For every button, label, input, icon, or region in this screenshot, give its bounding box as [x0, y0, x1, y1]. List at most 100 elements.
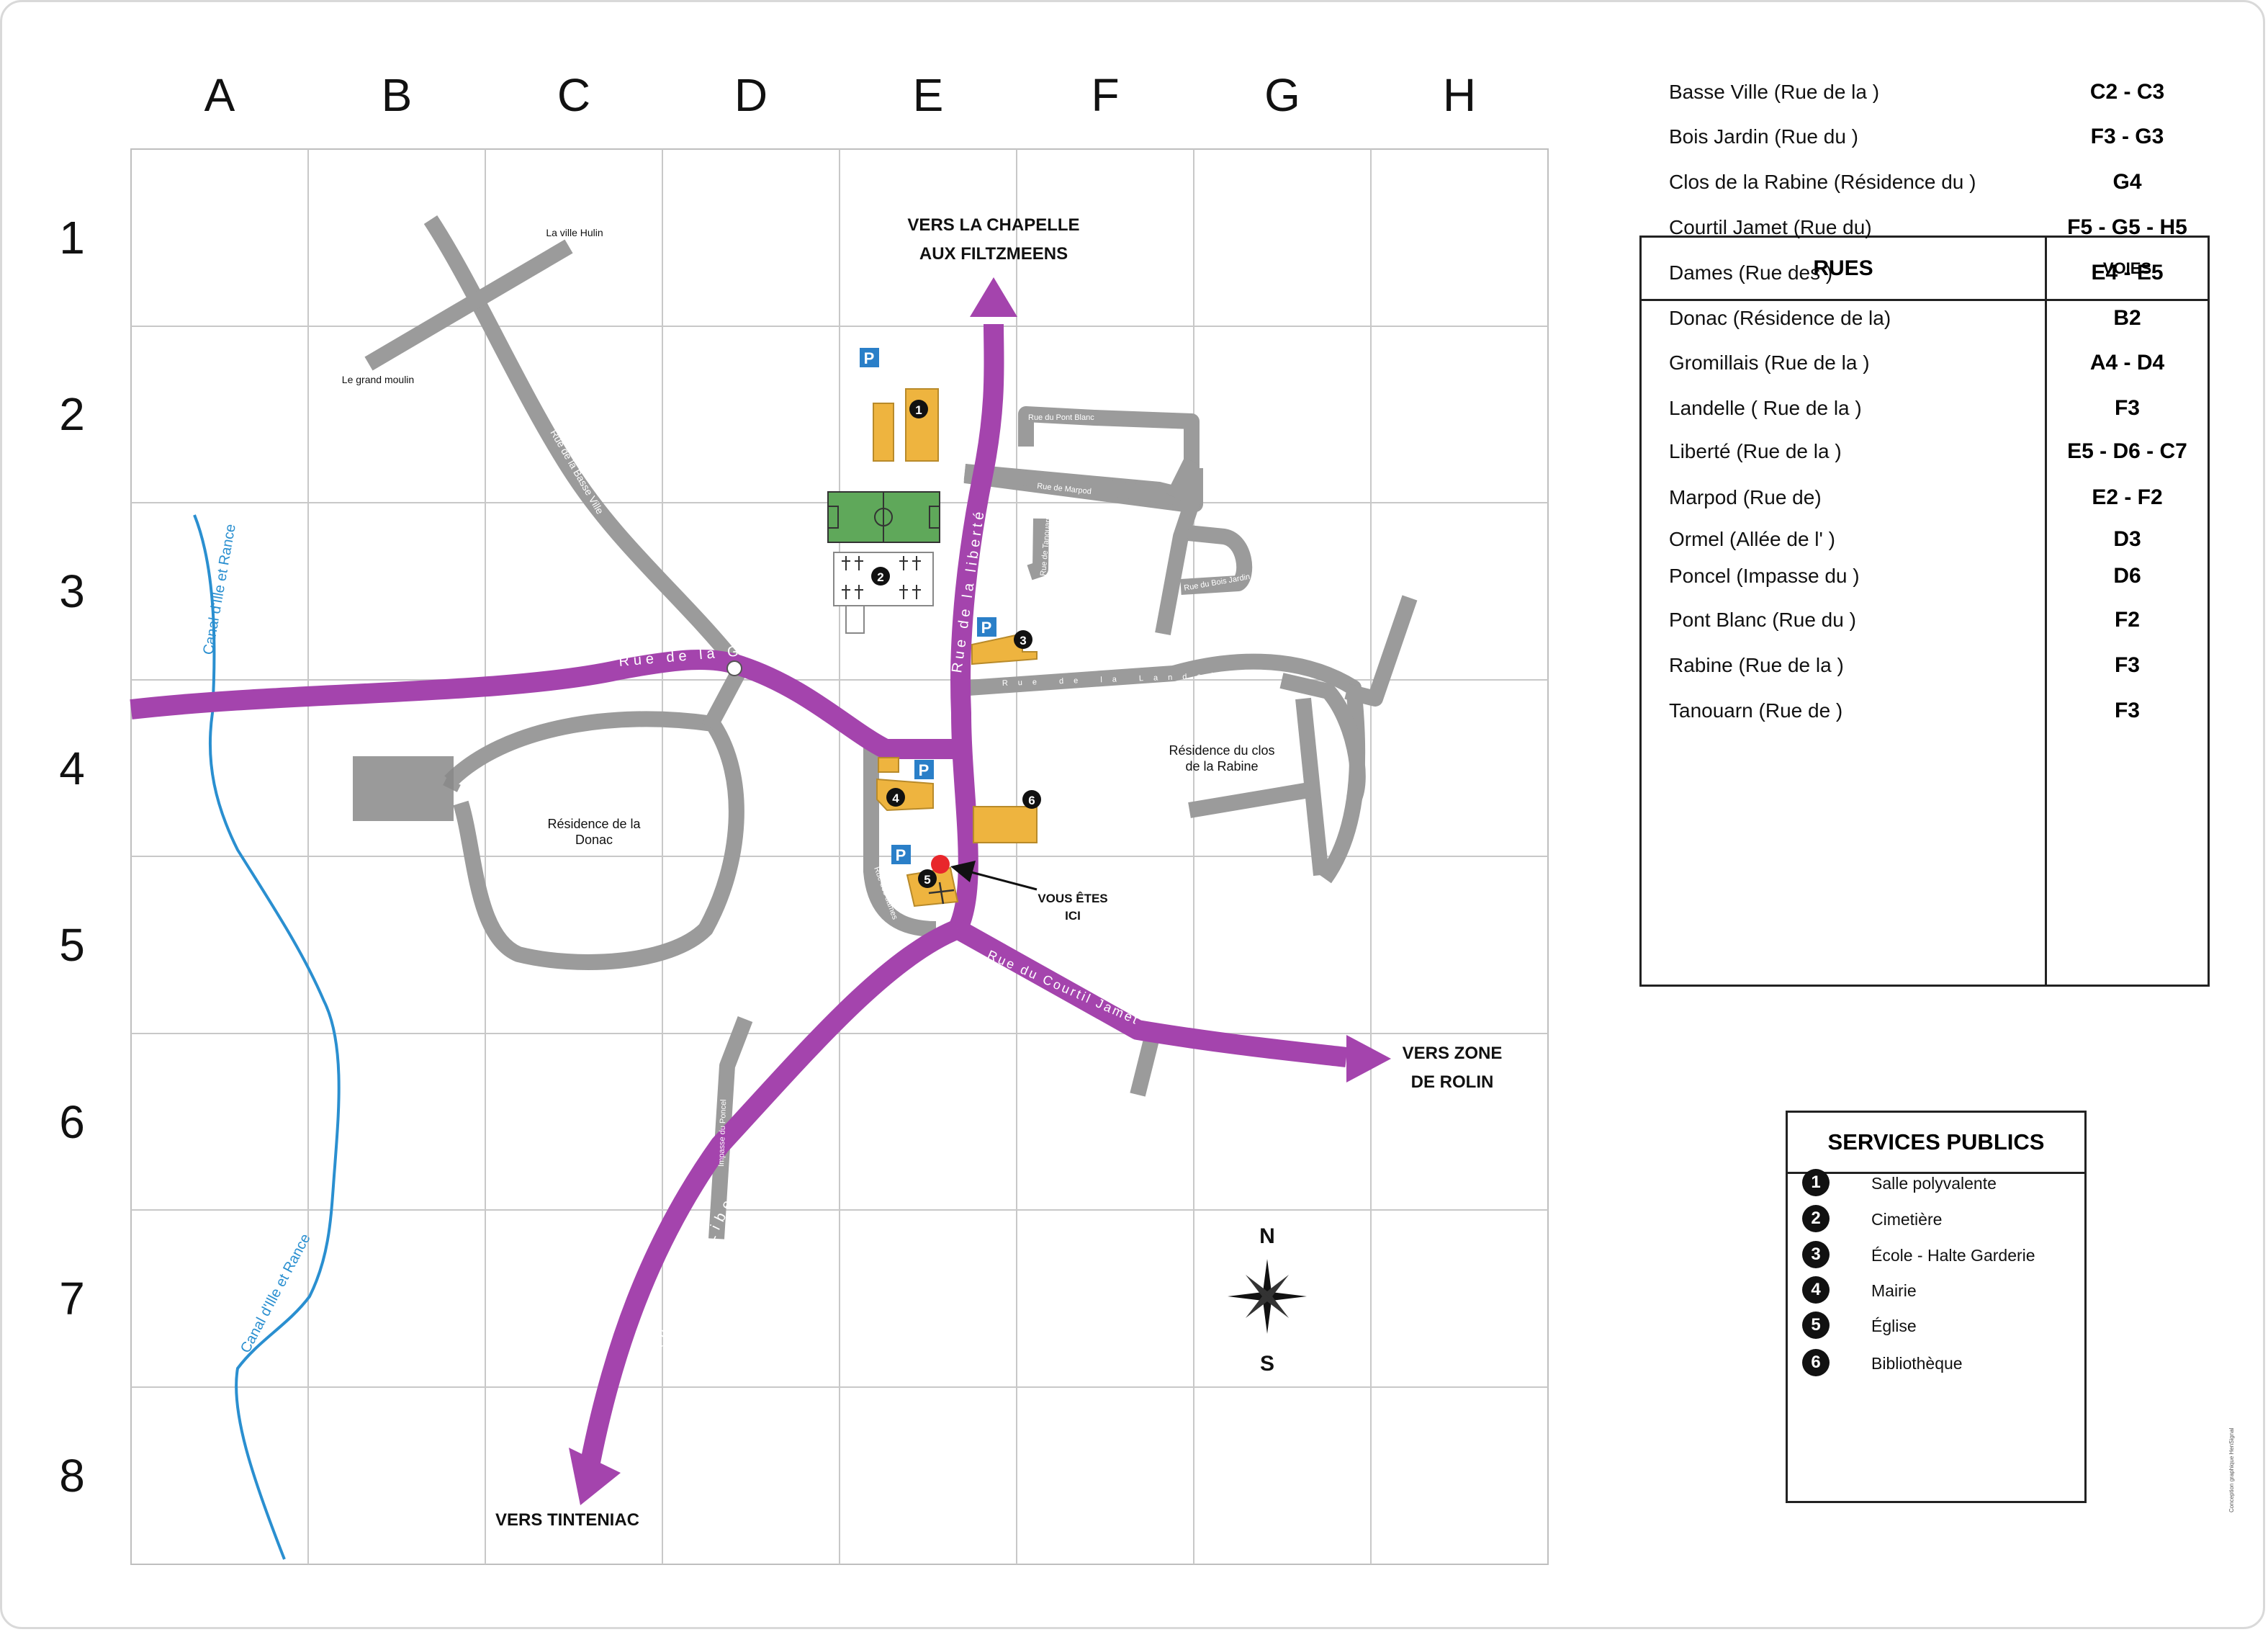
street-name: Poncel (Impasse du ) [1669, 565, 1860, 587]
main-roads [130, 323, 1348, 1464]
dest-rolin-line1: VERS ZONE [1403, 1044, 1503, 1063]
label-canal-2: Canal d'Ille et Rance [238, 1232, 314, 1356]
street-row: Rabine (Rue de la )F3 [1642, 651, 2208, 680]
service-number-badge: 5 [1802, 1312, 1830, 1339]
street-name: Pont Blanc (Rue du ) [1669, 609, 1856, 631]
dest-rolin-line2: DE ROLIN [1411, 1072, 1494, 1092]
label-rue-courtil-jamet: Rue du Courtil Jamet [985, 947, 1141, 1027]
marker-6[interactable]: 6 [1022, 790, 1041, 809]
service-label: École - Halte Garderie [1871, 1246, 2035, 1265]
credit-text: Conception graphique HenSignal [2228, 1427, 2235, 1512]
street-row: Liberté (Rue de la ) E5 - D6 - C7 [1642, 437, 2208, 466]
parking-sign-1[interactable]: P [860, 348, 879, 367]
column-header-c: C [557, 69, 591, 121]
dest-chapelle-line2: AUX FILTZMEENS [919, 244, 1068, 264]
street-name: Clos de la Rabine (Résidence du ) [1669, 171, 1976, 193]
label-residence-donac-1: Résidence de la [547, 817, 641, 831]
label-impasse-poncel: Impasse du Poncel [717, 1099, 728, 1167]
you-are-here-pointer [968, 870, 1038, 891]
street-name: Tanouarn (Rue de ) [1669, 699, 1843, 722]
cemetery [833, 552, 934, 634]
building-salle-polyvalente-2 [905, 388, 939, 462]
street-row: Ormel (Allée de l' ) D3 [1642, 525, 2208, 554]
marker-2[interactable]: 2 [871, 567, 890, 586]
marker-1[interactable]: 1 [909, 400, 928, 418]
street-row: Poncel (Impasse du ) D6 [1642, 562, 2208, 591]
row-header-5: 5 [59, 919, 85, 972]
svg-text:1: 1 [915, 403, 922, 417]
street-grid-ref: D3 [2113, 527, 2141, 551]
label-rue-pont-blanc: Rue du Pont Blanc [1028, 413, 1094, 422]
column-header-a: A [204, 69, 235, 121]
street-name: Bois Jardin (Rue du ) [1669, 125, 1859, 148]
street-row: Bois Jardin (Rue du )F3 - G3 [1642, 122, 2208, 151]
label-residence-clos-1: Résidence du clos [1169, 743, 1274, 758]
canal-river [193, 514, 341, 1560]
service-label: Salle polyvalente [1871, 1174, 1997, 1193]
you-are-here-arrowhead [950, 861, 976, 882]
row-header-4: 4 [59, 742, 85, 794]
label-residence-clos-2: de la Rabine [1185, 759, 1258, 774]
label-canal-1: Canal d'Ille et Rance [200, 523, 239, 656]
street-row: Pont Blanc (Rue du )F2 [1642, 606, 2208, 635]
svg-text:4: 4 [892, 792, 899, 805]
svg-text:P: P [981, 619, 992, 637]
arrow-north [970, 277, 1017, 317]
street-name: Landelle ( Rue de la ) [1669, 397, 1862, 419]
street-name: Ormel (Allée de l' ) [1669, 528, 1835, 550]
arrow-southwest [569, 1448, 621, 1505]
street-row: Dames (Rue des ) E4 - E5 [1642, 259, 2208, 287]
street-row: Tanouarn (Rue de )F3 [1642, 696, 2208, 725]
you-are-here-label-2: ICI [1065, 909, 1081, 923]
street-row: Courtil Jamet (Rue du) F5 - G5 - H5 [1642, 213, 2208, 242]
column-header-g: G [1264, 69, 1300, 121]
streets-index-table: RUES VOIES Basse Ville (Rue de la )C2 - … [1639, 80, 2210, 987]
label-residence-donac-2: Donac [575, 833, 613, 847]
you-are-here-dot[interactable] [931, 855, 950, 874]
marker-5[interactable]: 5 [918, 869, 937, 888]
compass-rose-icon [1228, 1259, 1307, 1334]
service-label: Bibliothèque [1871, 1354, 1963, 1373]
parking-sign-3[interactable]: P [914, 760, 934, 779]
street-grid-ref: F3 [2114, 653, 2140, 677]
streets-table-divider [2045, 238, 2047, 985]
street-row: Gromillais (Rue de la )A4 - D4 [1642, 349, 2208, 377]
label-grand-moulin: Le grand moulin [342, 374, 414, 385]
local-streets [364, 215, 1418, 1239]
svg-text:P: P [919, 761, 930, 779]
marker-4[interactable]: 4 [886, 788, 905, 807]
service-number-badge: 4 [1802, 1276, 1830, 1304]
service-number-badge: 1 [1802, 1169, 1830, 1196]
street-row: Marpod (Rue de)E2 - F2 [1642, 483, 2208, 512]
arrow-east [1346, 1035, 1391, 1082]
dest-tinteniac: VERS TINTENIAC [495, 1510, 639, 1530]
street-name: Donac (Résidence de la) [1669, 307, 1891, 329]
street-grid-ref: B2 [2113, 306, 2141, 330]
dest-chapelle-line1: VERS LA CHAPELLE [907, 215, 1079, 235]
street-name: Liberté (Rue de la ) [1669, 440, 1842, 462]
street-grid-ref: D6 [2113, 564, 2141, 588]
street-grid-ref: F3 [2114, 396, 2140, 420]
street-grid-ref: E4 - E5 [2091, 261, 2164, 284]
street-grid-ref: E2 - F2 [2092, 485, 2163, 509]
column-header-e: E [912, 69, 944, 121]
street-grid-ref: F5 - G5 - H5 [2067, 215, 2187, 239]
street-name: Courtil Jamet (Rue du) [1669, 216, 1872, 238]
service-label: Cimetière [1871, 1210, 1943, 1229]
label-ville-hulin: La ville Hulin [546, 227, 603, 238]
street-grid-ref: C2 - C3 [2089, 80, 2165, 104]
column-header-d: D [734, 69, 768, 121]
building-mairie [876, 778, 934, 812]
parking-sign-4[interactable]: P [891, 845, 911, 864]
svg-text:5: 5 [924, 873, 930, 887]
services-title: SERVICES PUBLICS [1788, 1113, 2084, 1174]
row-header-8: 8 [59, 1450, 85, 1502]
street-grid-ref: E5 - D6 - C7 [2067, 439, 2187, 463]
grey-block [353, 756, 454, 821]
parking-sign-2[interactable]: P [977, 617, 996, 637]
street-name: Dames (Rue des ) [1669, 261, 1833, 284]
street-row: Basse Ville (Rue de la )C2 - C3 [1642, 78, 2208, 107]
marker-3[interactable]: 3 [1014, 630, 1032, 649]
